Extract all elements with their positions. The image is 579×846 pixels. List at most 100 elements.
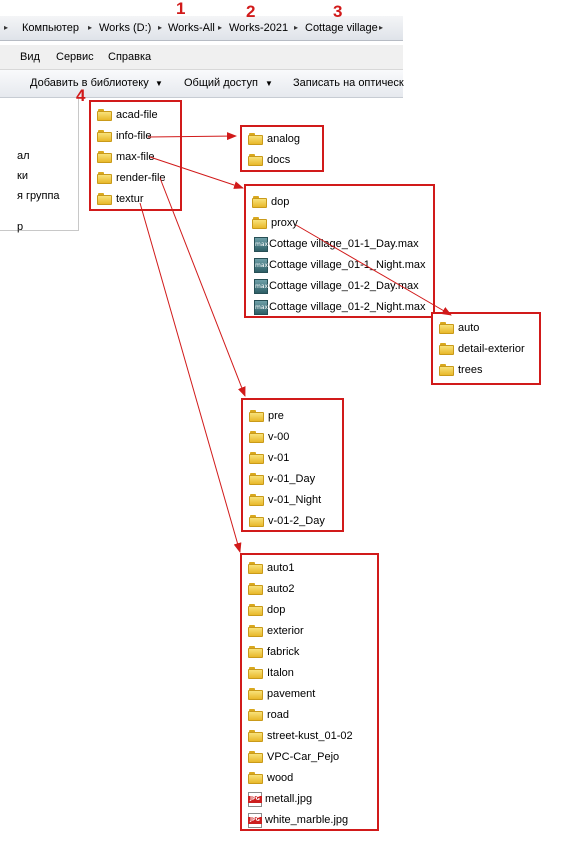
chevron-right-icon[interactable]: ▸ (294, 23, 299, 32)
folder-icon (97, 193, 112, 205)
breadcrumb-cottage-village[interactable]: Cottage village (305, 22, 378, 34)
arrow-info-to-analog (147, 132, 237, 141)
folder-icon (97, 109, 112, 121)
folder-icon (248, 133, 263, 145)
menu-bar: Вид Сервис Справка (0, 45, 403, 70)
folder-icon (439, 322, 454, 334)
breadcrumb-works-all[interactable]: Works-All (168, 22, 215, 34)
share-button[interactable]: Общий доступ (184, 77, 258, 89)
list-item[interactable]: max-file (97, 148, 155, 166)
render-file-contents: pre v-00 v-01 v-01_Day v-01_Night v-01-2… (241, 398, 344, 532)
info-file-contents: analog docs (240, 125, 324, 172)
list-item[interactable]: exterior (248, 622, 304, 640)
list-item[interactable]: dop (252, 193, 289, 211)
list-item[interactable]: Italon (248, 664, 294, 682)
jpg-file-icon: JPG (248, 791, 262, 807)
folder-icon (248, 646, 263, 658)
menu-tools[interactable]: Сервис (56, 51, 94, 63)
list-item[interactable]: fabrick (248, 643, 299, 661)
list-item[interactable]: info-file (97, 127, 151, 145)
jpg-file-icon: JPG (248, 812, 262, 828)
folder-icon (248, 625, 263, 637)
chevron-right-icon[interactable]: ▸ (158, 23, 163, 32)
nav-item[interactable]: ки (17, 170, 28, 182)
max-file-icon: max (254, 257, 268, 273)
list-item[interactable]: v-01-2_Day (249, 512, 325, 530)
nav-item[interactable]: р (17, 221, 24, 233)
folder-icon (249, 494, 264, 506)
command-bar: Добавить в библиотеку ▼ Общий доступ ▼ З… (0, 70, 404, 98)
burn-button[interactable]: Записать на оптическ (293, 77, 404, 89)
folder-icon (249, 473, 264, 485)
max-file-icon: max (254, 278, 268, 294)
arrow-textur-to-auto1 (139, 202, 242, 553)
list-item[interactable]: docs (248, 151, 290, 169)
menu-help[interactable]: Справка (108, 51, 152, 63)
folder-icon (248, 604, 263, 616)
list-item[interactable]: VPC-Car_Pejo (248, 748, 339, 766)
list-item[interactable]: trees (439, 361, 482, 379)
list-item[interactable]: v-00 (249, 428, 289, 446)
folder-icon (97, 172, 112, 184)
chevron-right-icon: ▸ (4, 23, 9, 32)
textur-contents: auto1 auto2 dop exterior fabrick Italon … (240, 553, 379, 831)
folder-icon (249, 515, 264, 527)
list-item[interactable]: detail-exterior (439, 340, 525, 358)
list-item[interactable]: v-01_Day (249, 470, 315, 488)
list-item[interactable]: auto1 (248, 559, 295, 577)
list-item[interactable]: textur (97, 190, 144, 208)
annotation-number-1: 1 (176, 0, 186, 18)
breadcrumb-works-d[interactable]: Works (D:) (99, 22, 152, 34)
list-item[interactable]: proxy (252, 214, 298, 232)
arrow-max-to-dop (149, 156, 244, 189)
list-item[interactable]: pre (249, 407, 284, 425)
navigation-pane: ал ки я группа р (0, 98, 79, 233)
folder-icon (252, 217, 267, 229)
folder-icon (97, 130, 112, 142)
list-item[interactable]: acad-file (97, 106, 158, 124)
list-item[interactable]: auto2 (248, 580, 295, 598)
breadcrumb-works-2021[interactable]: Works-2021 (229, 22, 289, 34)
list-item[interactable]: dop (248, 601, 285, 619)
max-file-icon: max (254, 236, 268, 252)
list-item[interactable]: wood (248, 769, 293, 787)
folder-icon (248, 709, 263, 721)
folder-icon (248, 583, 263, 595)
list-item[interactable]: analog (248, 130, 300, 148)
chevron-right-icon[interactable]: ▸ (88, 23, 93, 32)
list-item[interactable]: v-01 (249, 449, 289, 467)
list-item[interactable]: pavement (248, 685, 315, 703)
nav-item[interactable]: ал (17, 150, 30, 162)
annotation-number-2: 2 (246, 2, 256, 21)
address-bar[interactable]: ▸ Компьютер ▸ Works (D:) ▸ Works-All ▸ W… (0, 16, 403, 41)
folder-icon (249, 410, 264, 422)
chevron-down-icon[interactable]: ▼ (155, 79, 163, 88)
list-item[interactable]: auto (439, 319, 479, 337)
folder-icon (248, 772, 263, 784)
breadcrumb-computer[interactable]: Компьютер (22, 22, 79, 34)
arrow-render-to-pre (159, 177, 246, 397)
list-item[interactable]: street-kust_01-02 (248, 727, 353, 745)
list-item[interactable]: render-file (97, 169, 166, 187)
add-to-library-button[interactable]: Добавить в библиотеку (30, 77, 149, 89)
menu-view[interactable]: Вид (20, 51, 40, 63)
chevron-right-icon[interactable]: ▸ (218, 23, 223, 32)
chevron-right-icon[interactable]: ▸ (379, 23, 384, 32)
folder-icon (248, 562, 263, 574)
nav-item[interactable]: я группа (17, 190, 60, 202)
folder-icon (248, 730, 263, 742)
arrow-proxy-to-auto (295, 224, 452, 316)
list-item[interactable]: road (248, 706, 289, 724)
folder-icon (248, 751, 263, 763)
chevron-down-icon[interactable]: ▼ (265, 79, 273, 88)
folder-icon (97, 151, 112, 163)
list-item[interactable]: v-01_Night (249, 491, 321, 509)
